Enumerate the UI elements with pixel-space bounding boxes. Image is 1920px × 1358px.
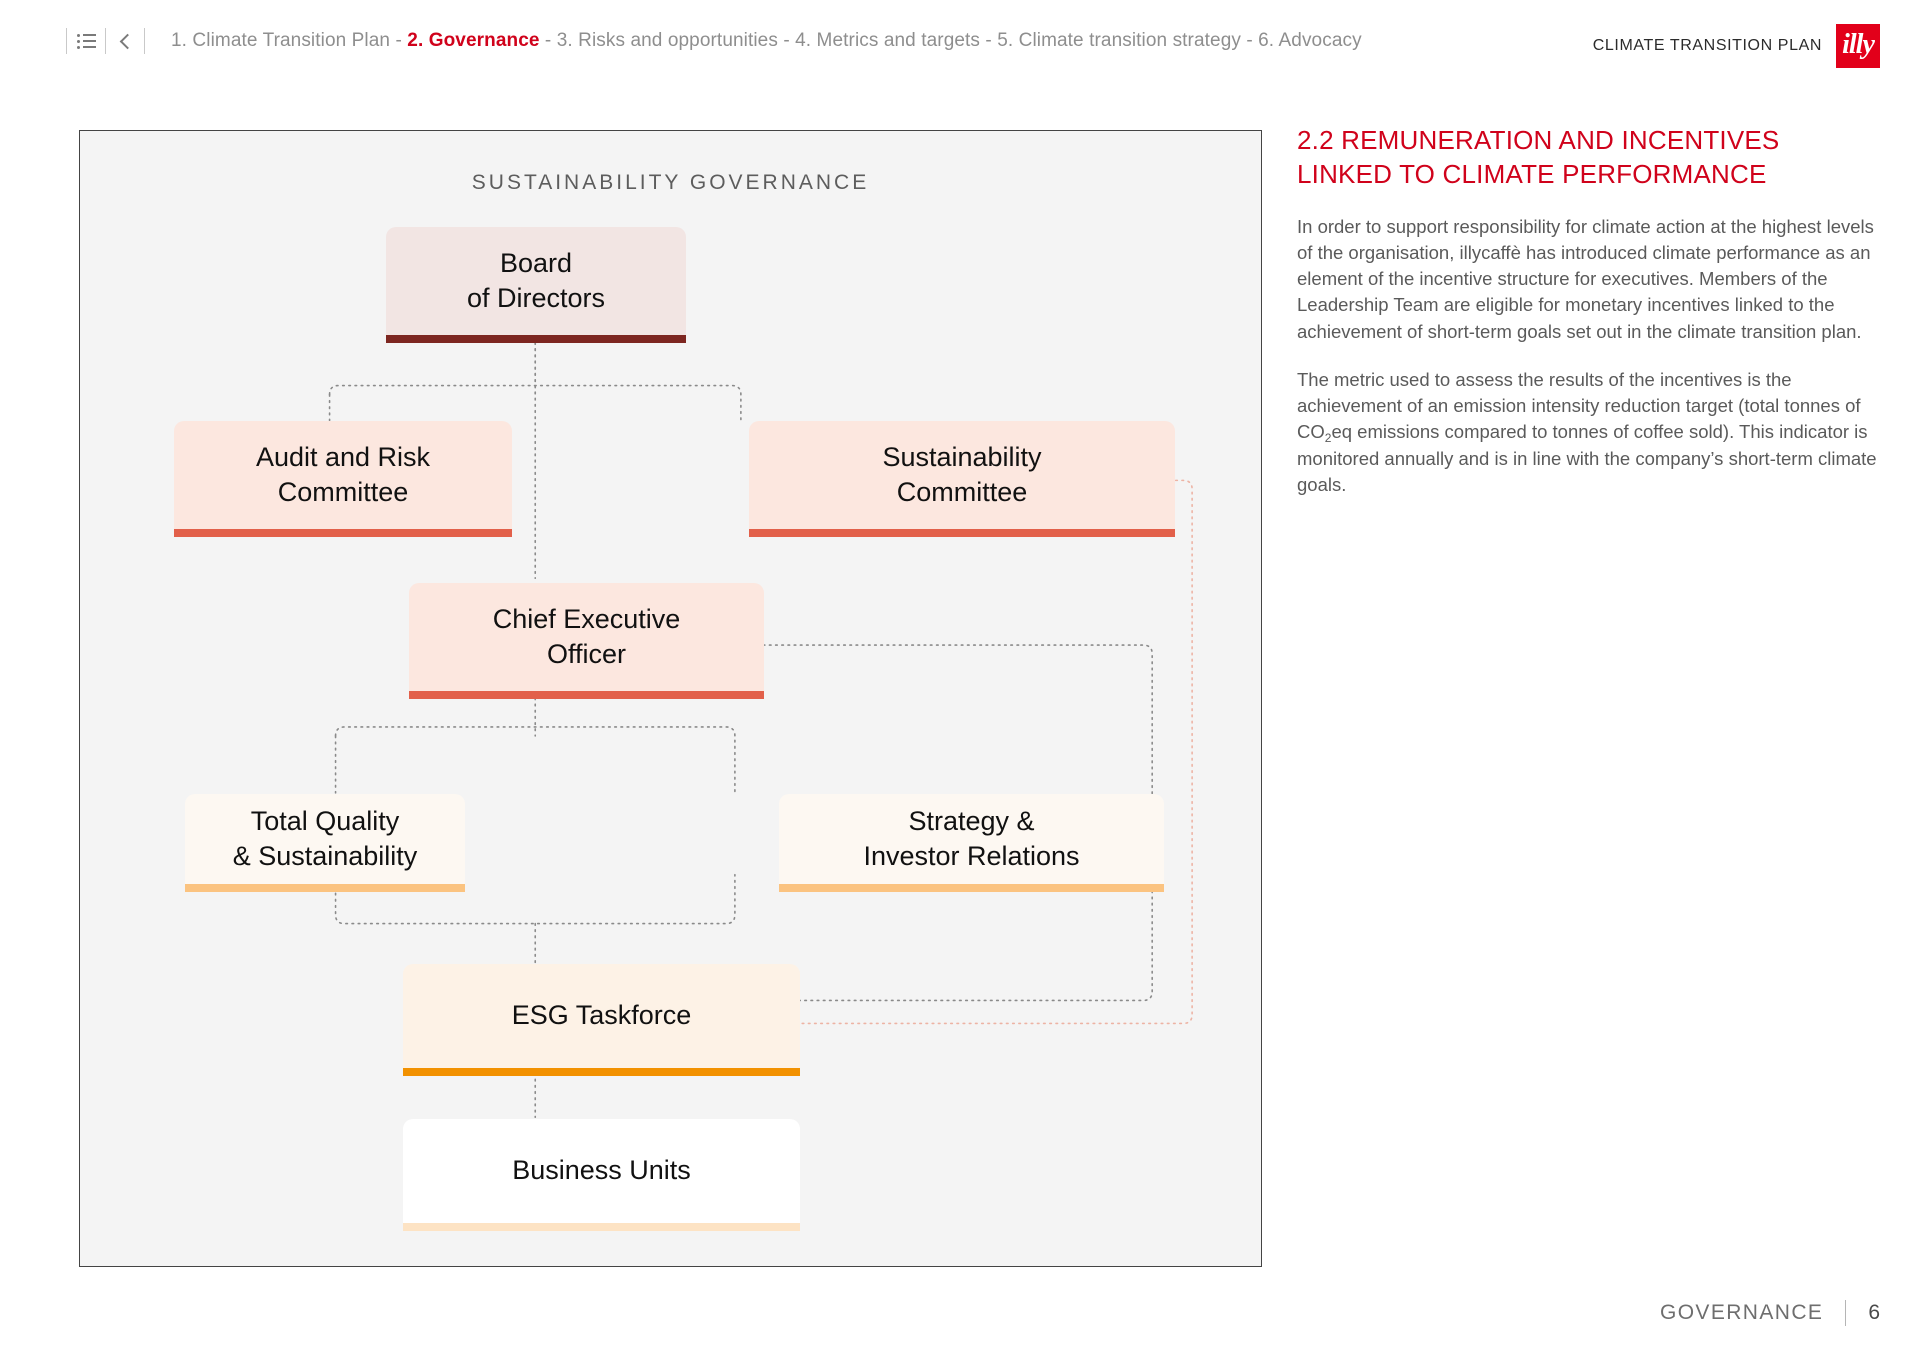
section-paragraph-2: The metric used to assess the results of… bbox=[1297, 367, 1882, 498]
brand-title: CLIMATE TRANSITION PLAN bbox=[1592, 37, 1822, 54]
connector-board-bus-right bbox=[328, 384, 742, 422]
node-label-line2: Officer bbox=[546, 639, 627, 669]
connector-ceo-bus-right bbox=[334, 726, 736, 794]
node-sustainability-committee[interactable]: Sustainability Committee bbox=[749, 421, 1175, 537]
node-accent-bar bbox=[403, 1068, 800, 1076]
node-esg-taskforce[interactable]: ESG Taskforce bbox=[403, 964, 800, 1076]
paragraph-2-part-a: The metric used to assess the results of… bbox=[1297, 368, 1861, 443]
node-accent-bar bbox=[779, 884, 1164, 892]
footer-page-number: 6 bbox=[1868, 1301, 1880, 1324]
node-label-line2: Investor Relations bbox=[863, 841, 1080, 871]
node-label-line1: Business Units bbox=[512, 1155, 691, 1186]
connector-sustco-esg-loop bbox=[696, 479, 1193, 1025]
top-header: 1. Climate Transition Plan - 2. Governan… bbox=[0, 0, 1920, 82]
divider bbox=[1845, 1300, 1847, 1326]
node-strategy-and-investor-relations[interactable]: Strategy & Investor Relations bbox=[779, 794, 1164, 892]
illy-logo-icon: illy bbox=[1836, 24, 1880, 68]
node-label-line2: Committee bbox=[896, 477, 1028, 507]
node-business-units[interactable]: Business Units bbox=[403, 1119, 800, 1231]
node-label-line1: Board bbox=[499, 247, 573, 278]
diagram-title: SUSTAINABILITY GOVERNANCE bbox=[471, 171, 870, 194]
node-label-line2: Committee bbox=[277, 477, 409, 507]
connector-lower-bus bbox=[334, 873, 736, 925]
section-text-column: 2.2 REMUNERATION AND INCENTIVES LINKED T… bbox=[1297, 124, 1882, 498]
sustainability-governance-diagram: SUSTAINABILITY GOVERNANCE bbox=[79, 130, 1262, 1267]
node-label-line2: & Sustainability bbox=[232, 841, 418, 871]
node-label-line1: Chief Executive bbox=[492, 603, 681, 634]
node-label-line1: Sustainability bbox=[882, 441, 1042, 472]
breadcrumb-active-governance[interactable]: 2. Governance bbox=[407, 30, 540, 51]
page-footer: GOVERNANCE 6 bbox=[1660, 1300, 1880, 1326]
node-accent-bar bbox=[749, 529, 1175, 537]
section-title: 2.2 REMUNERATION AND INCENTIVES LINKED T… bbox=[1297, 124, 1882, 192]
node-label-line1: Strategy & bbox=[908, 805, 1035, 836]
paragraph-2-part-b: eq emissions compared to tonnes of coffe… bbox=[1297, 421, 1877, 495]
section-title-line1: 2.2 REMUNERATION AND INCENTIVES bbox=[1297, 125, 1780, 155]
node-accent-bar bbox=[174, 529, 512, 537]
divider bbox=[144, 28, 145, 54]
chevron-left-icon[interactable] bbox=[106, 26, 144, 56]
node-label-line1: Audit and Risk bbox=[255, 441, 431, 472]
footer-section-label: GOVERNANCE bbox=[1659, 1301, 1824, 1324]
list-menu-icon[interactable] bbox=[67, 26, 105, 56]
breadcrumb-after[interactable]: - 3. Risks and opportunities - 4. Metric… bbox=[539, 30, 1362, 51]
illy-logo-text: illy bbox=[1842, 29, 1875, 60]
breadcrumb-before[interactable]: 1. Climate Transition Plan - bbox=[171, 30, 408, 51]
section-paragraph-1: In order to support responsibility for c… bbox=[1297, 215, 1874, 342]
co2-subscript: 2 bbox=[1324, 431, 1332, 446]
node-label-line2: of Directors bbox=[466, 283, 606, 313]
node-accent-bar bbox=[403, 1223, 800, 1231]
node-accent-bar bbox=[409, 691, 764, 699]
node-label-line1: ESG Taskforce bbox=[511, 1000, 692, 1031]
node-label-line1: Total Quality bbox=[250, 805, 400, 836]
node-accent-bar bbox=[386, 335, 686, 343]
node-audit-and-risk-committee[interactable]: Audit and Risk Committee bbox=[174, 421, 512, 537]
header-brand: CLIMATE TRANSITION PLAN illy bbox=[1593, 24, 1880, 68]
node-board-of-directors[interactable]: Board of Directors bbox=[386, 227, 686, 343]
node-chief-executive-officer[interactable]: Chief Executive Officer bbox=[409, 583, 764, 699]
breadcrumb: 1. Climate Transition Plan - 2. Governan… bbox=[171, 30, 1362, 52]
section-title-line2: LINKED TO CLIMATE PERFORMANCE bbox=[1297, 158, 1767, 189]
divider bbox=[66, 28, 67, 54]
header-nav-controls: 1. Climate Transition Plan - 2. Governan… bbox=[66, 24, 1362, 58]
divider bbox=[105, 28, 106, 54]
node-accent-bar bbox=[185, 884, 465, 892]
node-total-quality-and-sustainability[interactable]: Total Quality & Sustainability bbox=[185, 794, 465, 892]
